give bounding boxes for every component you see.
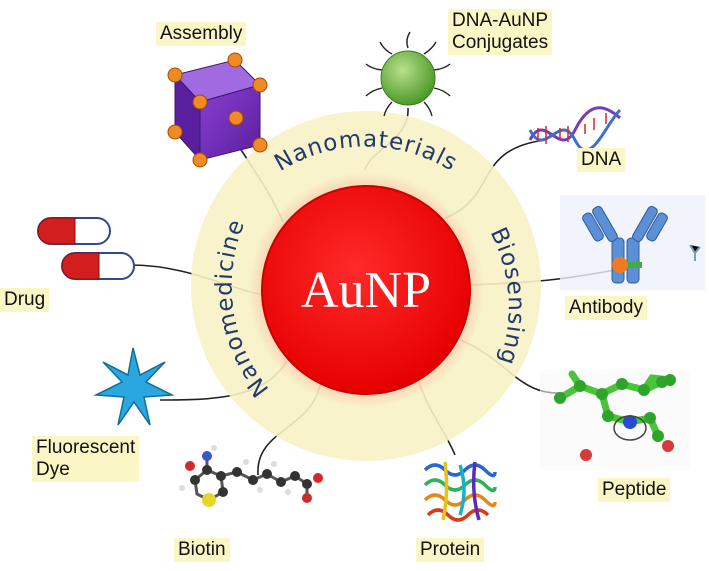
capsule-pill-icon: [37, 217, 135, 280]
label-dna-aunp-conjugates: DNA-AuNP Conjugates: [448, 9, 553, 55]
label-peptide: Peptide: [598, 478, 671, 502]
dna-helix-icon: [528, 106, 622, 152]
label-drug: Drug: [0, 288, 50, 312]
center-nanoparticle: [261, 185, 471, 395]
protein-ribbon-icon: [420, 455, 500, 525]
label-conjugates-line2: Conjugates: [452, 32, 549, 53]
label-biotin: Biotin: [174, 538, 230, 562]
antibody-icon: [560, 195, 705, 290]
blue-star-icon: [93, 347, 175, 426]
label-dna: DNA: [577, 148, 626, 172]
green-nanoparticle-icon: [365, 31, 451, 117]
purple-cube-lattice-icon: [167, 52, 268, 168]
biotin-molecule-icon: [179, 445, 323, 507]
label-fluorescent-dye: Fluorescent Dye: [32, 436, 140, 482]
peptide-molecule-icon: [540, 370, 690, 470]
label-fluorescent-line2: Dye: [36, 459, 70, 480]
label-fluorescent-line1: Fluorescent: [36, 437, 136, 458]
label-antibody: Antibody: [565, 296, 647, 320]
center-label: AuNP: [301, 262, 431, 319]
label-protein: Protein: [416, 538, 485, 562]
label-conjugates-line1: DNA-AuNP: [452, 10, 549, 31]
label-assembly: Assembly: [156, 22, 247, 46]
